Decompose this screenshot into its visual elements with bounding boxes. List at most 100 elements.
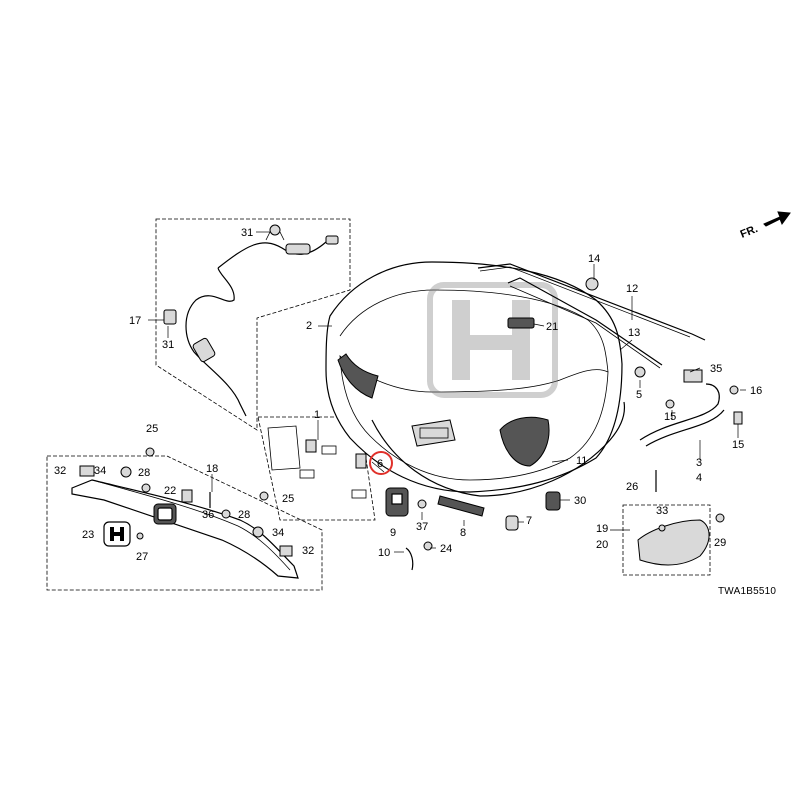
callout-28-left: 28 — [138, 467, 150, 479]
clip-31-tip — [265, 231, 285, 241]
callout-18: 18 — [206, 463, 218, 475]
callout-20: 20 — [596, 539, 608, 551]
cable-10 — [405, 547, 414, 571]
lid-emblem-mount — [411, 419, 456, 447]
nut-28-left — [141, 483, 151, 493]
callout-19: 19 — [596, 523, 608, 535]
callout-7: 7 — [526, 515, 532, 527]
cable-clip-17 — [163, 309, 177, 325]
callout-15-left: 15 — [664, 411, 676, 423]
group-boxes — [46, 218, 711, 591]
cable-connector — [285, 243, 311, 255]
callout-28-right: 28 — [238, 509, 250, 521]
label-sheet-small-b — [299, 469, 315, 479]
bolt-16 — [729, 385, 739, 395]
callout-37: 37 — [416, 521, 428, 533]
callout-25-right: 25 — [282, 493, 294, 505]
callout-14: 14 — [588, 253, 600, 265]
cable-clip-mid — [192, 337, 216, 363]
callout-27: 27 — [136, 551, 148, 563]
opener-cable-wire — [185, 241, 327, 417]
callout-15-right: 15 — [732, 439, 744, 451]
lid-emblem-outline — [419, 427, 449, 439]
callout-2: 2 — [306, 320, 312, 332]
garnish-bar-edge — [91, 479, 291, 571]
rear-garnish — [71, 447, 299, 579]
part-6-grommet — [355, 453, 367, 469]
callout-26: 26 — [626, 481, 638, 493]
hinge-bracket-35 — [683, 369, 703, 383]
callout-labels: 31 17 31 2 1 6 14 12 21 13 35 16 5 15 15… — [54, 227, 762, 563]
trunk-lid — [325, 261, 626, 497]
callout-17: 17 — [129, 315, 141, 327]
callout-24: 24 — [440, 543, 452, 555]
callout-31-bottom: 31 — [162, 339, 174, 351]
trunk-lid-inner-edge — [339, 289, 609, 373]
label-sheet-large — [267, 425, 301, 471]
callout-6: 6 — [377, 458, 383, 470]
cable-group-box — [155, 218, 351, 431]
clip-25-right — [259, 491, 269, 501]
callout-35: 35 — [710, 363, 722, 375]
callout-8: 8 — [460, 527, 466, 539]
nut-34-right — [252, 526, 264, 538]
torsion-bar-12-inner — [479, 266, 691, 338]
nut-15-left — [665, 399, 675, 409]
nut-34-left — [120, 466, 132, 478]
switch-8 — [437, 495, 485, 517]
callout-32-left: 32 — [54, 465, 66, 477]
leader-lines — [148, 231, 746, 553]
hinge-arm-3-inner — [645, 409, 725, 447]
callout-21: 21 — [546, 321, 558, 333]
callout-10: 10 — [378, 547, 390, 559]
garnish-emblem-inner — [157, 507, 173, 521]
callout-34-right: 34 — [272, 527, 284, 539]
trunk-weatherstrip — [371, 401, 626, 497]
callout-4: 4 — [696, 472, 702, 484]
callout-3: 3 — [696, 457, 702, 469]
clip-32-left — [79, 465, 95, 477]
callout-22: 22 — [164, 485, 176, 497]
opener-cable — [163, 224, 339, 417]
lid-right-opening — [499, 416, 550, 467]
torsion-bar-13-inner — [509, 285, 661, 369]
label-sheet-small-c — [321, 445, 337, 455]
callout-32-right: 32 — [302, 545, 314, 557]
bumper-30 — [545, 491, 561, 511]
clip-33 — [658, 524, 666, 532]
nut-37 — [417, 499, 427, 509]
label-group-box — [257, 416, 376, 521]
bolt-14 — [585, 277, 599, 291]
callout-34-left: 34 — [94, 465, 106, 477]
cover-group-box — [622, 504, 711, 576]
callout-29: 29 — [714, 537, 726, 549]
callout-36: 36 — [202, 509, 214, 521]
callout-1: 1 — [314, 409, 320, 421]
callout-23: 23 — [82, 529, 94, 541]
clip-27 — [136, 532, 144, 540]
callout-16: 16 — [750, 385, 762, 397]
clip-31-top — [269, 224, 281, 236]
nut-5 — [634, 366, 646, 378]
callout-30: 30 — [574, 495, 586, 507]
front-arrow-icon — [763, 211, 791, 227]
hinge-cover — [637, 519, 710, 566]
front-direction-label: FR. — [739, 223, 760, 241]
emblem-group-box — [46, 455, 323, 591]
callout-9: 9 — [390, 527, 396, 539]
nut-24 — [423, 541, 433, 551]
trunk-lid-inner-frame — [339, 354, 609, 481]
latch-9-window — [391, 493, 403, 505]
clip-25-left — [145, 447, 155, 457]
label-sheet-small-d — [351, 489, 367, 499]
callout-25-left: 25 — [146, 423, 158, 435]
callout-12: 12 — [626, 283, 638, 295]
nut-28-mid — [221, 509, 231, 519]
label-sheets — [267, 425, 367, 499]
honda-logo-watermark — [427, 282, 558, 398]
latch-parts — [385, 317, 561, 571]
callout-33: 33 — [656, 505, 668, 517]
label-sheet-small-a — [305, 439, 317, 453]
honda-emblem-h-icon — [110, 527, 124, 541]
